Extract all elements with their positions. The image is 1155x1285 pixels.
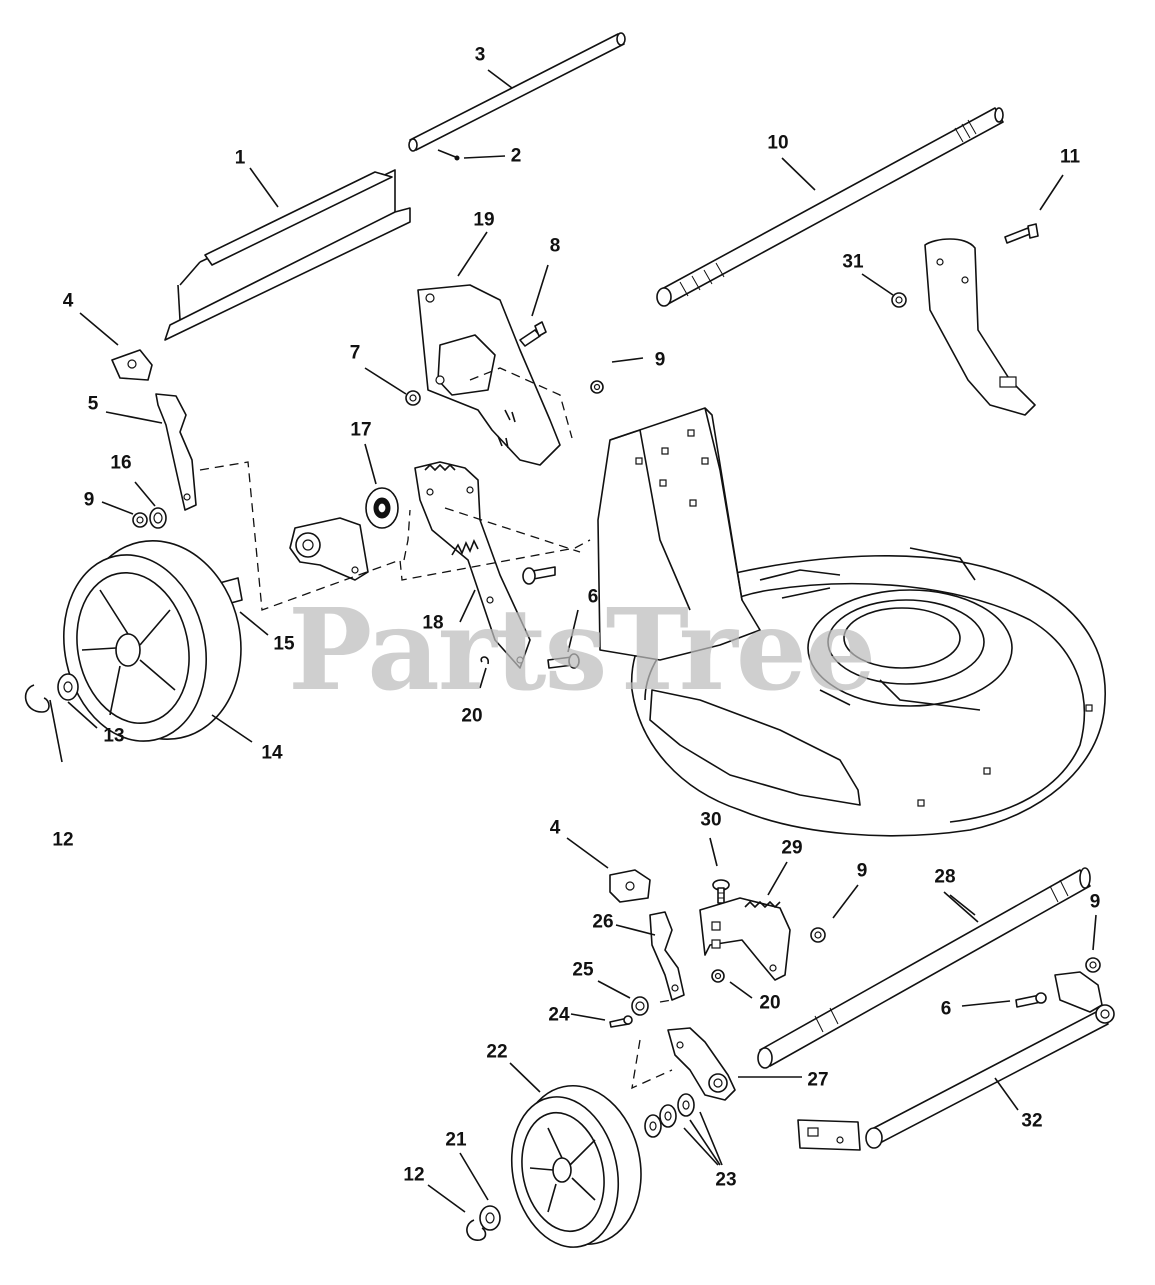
part-washer-13 bbox=[57, 673, 79, 701]
mower-deck bbox=[597, 407, 1106, 837]
callout-25: 25 bbox=[572, 959, 594, 981]
assembly-lines-lower bbox=[631, 999, 673, 1090]
callout-17: 17 bbox=[350, 419, 372, 441]
part-ratchet-bracket bbox=[699, 897, 791, 981]
part-rear-bracket bbox=[924, 238, 1036, 416]
part-spacer-25 bbox=[631, 996, 649, 1016]
callout-2: 2 bbox=[510, 145, 522, 167]
part-axle bbox=[656, 107, 1004, 307]
callout-9-lower-b: 9 bbox=[1089, 891, 1101, 913]
callout-3: 3 bbox=[474, 44, 486, 66]
part-bolt-6-upper bbox=[522, 566, 556, 585]
part-bolt-24 bbox=[609, 1015, 633, 1028]
part-rear-wheel bbox=[510, 1084, 642, 1248]
part-bolt-6-lower bbox=[547, 653, 580, 669]
callout-23: 23 bbox=[715, 1169, 737, 1191]
callout-30: 30 bbox=[700, 809, 722, 831]
callout-26: 26 bbox=[592, 911, 614, 933]
callout-24: 24 bbox=[548, 1004, 570, 1026]
part-cap-upper bbox=[111, 349, 153, 381]
callout-9-left: 9 bbox=[83, 489, 95, 511]
callout-12-lower: 12 bbox=[403, 1164, 425, 1186]
part-bearing bbox=[365, 487, 399, 529]
callout-8: 8 bbox=[549, 235, 561, 257]
callout-7: 7 bbox=[349, 342, 361, 364]
part-washer-21 bbox=[479, 1205, 501, 1231]
callout-16: 16 bbox=[110, 452, 132, 474]
part-nut-31 bbox=[891, 292, 907, 308]
callout-19: 19 bbox=[473, 209, 495, 231]
part-front-wheel bbox=[62, 539, 242, 742]
callout-5: 5 bbox=[87, 393, 99, 415]
part-nut-9-lower-a bbox=[810, 927, 826, 943]
part-e-clip-12-lower bbox=[466, 1219, 487, 1241]
part-spacer-16 bbox=[149, 507, 167, 529]
part-washers-23 bbox=[644, 1093, 695, 1138]
part-spring bbox=[451, 539, 479, 556]
part-cap-lower bbox=[609, 869, 651, 903]
part-nut-20-lower bbox=[711, 969, 725, 983]
part-e-clip-12-upper bbox=[24, 684, 50, 713]
part-lever-lower bbox=[649, 911, 685, 1001]
callout-9-lower-a: 9 bbox=[856, 860, 868, 882]
part-long-axle bbox=[757, 867, 1091, 1069]
callout-29: 29 bbox=[781, 837, 803, 859]
callout-15: 15 bbox=[273, 633, 295, 655]
callout-20-upper: 20 bbox=[461, 705, 483, 727]
callout-11: 11 bbox=[1059, 146, 1081, 168]
part-nut-7 bbox=[405, 390, 421, 406]
part-bolt-6-right bbox=[1015, 992, 1047, 1008]
callout-18: 18 bbox=[422, 612, 444, 634]
part-pin bbox=[437, 149, 460, 161]
callout-10: 10 bbox=[767, 132, 789, 154]
callout-6-lower: 6 bbox=[940, 998, 952, 1020]
leader-lines bbox=[49, 69, 1097, 1213]
callout-28: 28 bbox=[934, 866, 956, 888]
callout-31: 31 bbox=[842, 251, 864, 273]
callout-22: 22 bbox=[486, 1041, 508, 1063]
part-nut-9-lower-b bbox=[1085, 957, 1101, 973]
part-nut-9-upper bbox=[590, 380, 604, 394]
callout-12-upper: 12 bbox=[52, 829, 74, 851]
part-rear-axle-assembly bbox=[797, 971, 1115, 1151]
callout-4-upper: 4 bbox=[62, 290, 74, 312]
part-rod bbox=[408, 32, 626, 152]
part-lever-upper bbox=[155, 393, 197, 511]
callout-9-upper: 9 bbox=[654, 349, 666, 371]
part-pivot-bracket bbox=[667, 1027, 736, 1101]
part-bolt-8 bbox=[519, 321, 547, 347]
callout-32: 32 bbox=[1021, 1110, 1043, 1132]
callout-14: 14 bbox=[261, 742, 283, 764]
part-rear-baffle bbox=[164, 169, 411, 341]
assembly-lines-upper bbox=[199, 367, 591, 611]
callout-27: 27 bbox=[807, 1069, 829, 1091]
part-adjuster-plate bbox=[414, 461, 531, 669]
part-bolt-11 bbox=[1004, 223, 1039, 244]
callout-4-lower: 4 bbox=[549, 817, 561, 839]
callout-20-lower: 20 bbox=[759, 992, 781, 1014]
callout-21: 21 bbox=[445, 1129, 467, 1151]
part-screw-30 bbox=[712, 879, 730, 904]
callout-6-upper: 6 bbox=[587, 586, 599, 608]
callout-1: 1 bbox=[234, 147, 246, 169]
callout-13: 13 bbox=[103, 725, 125, 747]
part-height-plate bbox=[417, 284, 561, 466]
part-clip-20-upper bbox=[480, 656, 489, 665]
part-wheel-plate bbox=[289, 517, 369, 581]
part-nut-9-left bbox=[132, 512, 148, 528]
